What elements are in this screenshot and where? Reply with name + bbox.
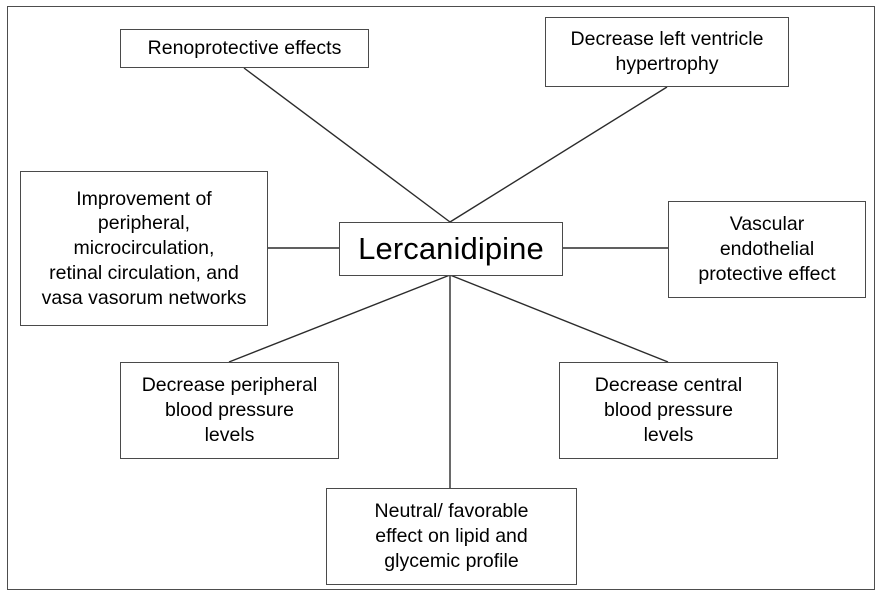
edge-peripheral-bp-to-center [228,274,451,363]
edge-lvh-to-center [449,86,668,223]
node-vascular-endothelial-protective-effect[interactable]: Vascular endothelial protective effect [668,201,866,298]
node-decrease-left-ventricle-hypertrophy[interactable]: Decrease left ventricle hypertrophy [545,17,789,87]
node-renoprotective-effects[interactable]: Renoprotective effects [120,29,369,68]
node-lercanidipine-center[interactable]: Lercanidipine [339,222,563,276]
node-decrease-peripheral-blood-pressure-levels[interactable]: Decrease peripheral blood pressure level… [120,362,339,459]
node-decrease-central-blood-pressure-levels[interactable]: Decrease central blood pressure levels [559,362,778,459]
diagram-outer-frame [7,6,875,590]
node-neutral-favorable-effect-lipid-glycemic-profile[interactable]: Neutral/ favorable effect on lipid and g… [326,488,577,585]
edge-central-bp-to-center [449,274,669,363]
edge-renoprotective-to-center [243,67,451,223]
node-improvement-of-peripheral-microcirculation[interactable]: Improvement of peripheral, microcirculat… [20,171,268,326]
